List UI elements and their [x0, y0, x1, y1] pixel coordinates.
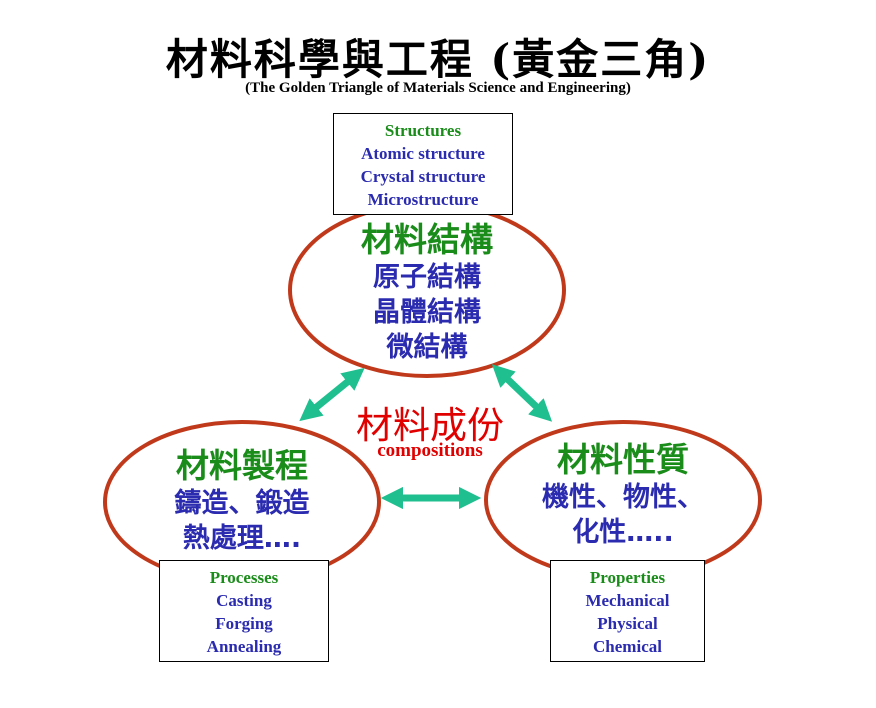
processing-node: 材料製程 鑄造、鍛造 熱處理….	[132, 446, 352, 556]
processing-node-title: 材料製程	[176, 446, 308, 485]
structures-item: Microstructure	[367, 190, 479, 209]
structures-item: Crystal structure	[360, 167, 486, 186]
arrow-structure-properties	[491, 364, 553, 422]
page-subtitle: (The Golden Triangle of Materials Scienc…	[245, 80, 631, 96]
processing-node-line: 鑄造、鍛造	[174, 488, 310, 519]
properties-item: Chemical	[593, 637, 662, 656]
processes-item: Annealing	[206, 637, 282, 656]
structure-node-line: 原子結構	[373, 262, 481, 293]
structure-node: 材料結構 原子結構 晶體結構 微結構	[327, 220, 527, 365]
arrow-processing-structure	[299, 367, 365, 422]
properties-node-line: 化性…..	[572, 517, 674, 548]
structure-node-line: 微結構	[386, 332, 468, 363]
processes-item: Forging	[215, 614, 273, 633]
processes-box: Processes Casting Forging Annealing	[159, 560, 329, 662]
properties-node-line: 機性、物性、	[542, 482, 704, 513]
properties-node-title: 材料性質	[557, 440, 689, 479]
page-title: 材料科學與工程 (黃金三角)	[165, 35, 711, 84]
properties-item: Mechanical	[585, 591, 670, 610]
processes-heading: Processes	[209, 568, 279, 587]
processing-node-line: 熱處理….	[182, 523, 302, 554]
properties-heading: Properties	[589, 568, 666, 587]
structures-heading: Structures	[384, 121, 462, 140]
processes-item: Casting	[216, 591, 272, 610]
properties-box: Properties Mechanical Physical Chemical	[550, 560, 705, 662]
structures-box: Structures Atomic structure Crystal stru…	[333, 113, 513, 215]
structure-node-title: 材料結構	[361, 220, 493, 259]
structure-node-line: 晶體結構	[373, 297, 481, 328]
properties-item: Physical	[597, 614, 658, 633]
properties-node: 材料性質 機性、物性、 化性…..	[513, 440, 733, 550]
center-label-zh: 材料成份	[356, 404, 504, 447]
center-label-en: compositions	[377, 440, 483, 461]
structures-item: Atomic structure	[361, 144, 485, 163]
